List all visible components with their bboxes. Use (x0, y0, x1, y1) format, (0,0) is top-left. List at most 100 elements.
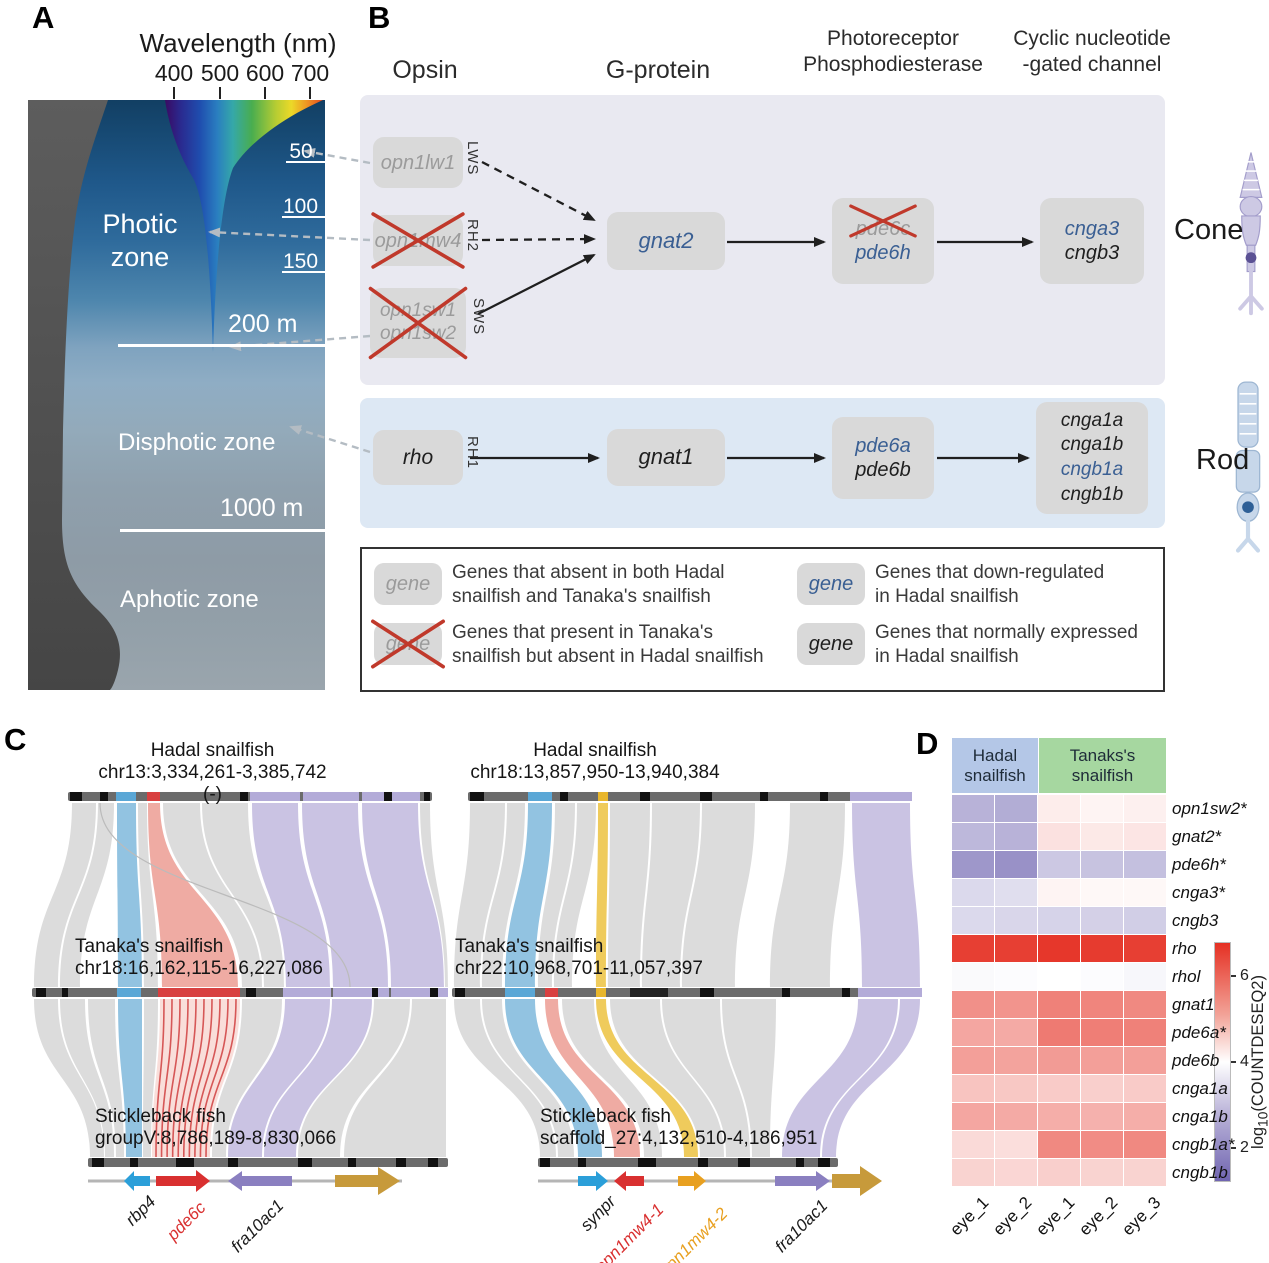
opsin-class-label-rh2: RH2 (464, 219, 481, 253)
heatmap-cell-cngb1b-c0 (952, 1159, 994, 1186)
colorbar-tick-mark (1231, 1061, 1236, 1063)
cone-label: Cone (1174, 214, 1244, 246)
chromosome-segment (283, 988, 331, 997)
legend-text-crossed: Genes that present in Tanaka's snailfish… (452, 622, 764, 667)
depth-tick-150 (282, 271, 325, 273)
heatmap-cell-rhol-c4 (1124, 963, 1166, 990)
chromosome-segment (70, 792, 82, 801)
heatmap-cell-cngb1a*-c3 (1081, 1131, 1123, 1158)
heatmap-cell-rhol-c1 (995, 963, 1037, 990)
heatmap-cell-cnga3*-c3 (1081, 879, 1123, 906)
gene-pde6h: pde6h (855, 242, 911, 264)
gene-arrow-gold-gene (832, 1166, 882, 1196)
wavelength-tick-400: 400 (154, 60, 194, 86)
heatmap-cell-cngb3-c2 (1038, 907, 1080, 934)
chromosome-segment (782, 988, 790, 997)
heatmap-cell-cngb1b-c1 (995, 1159, 1037, 1186)
chromosome-segment (333, 988, 389, 997)
heatmap-cell-pde6h*-c1 (995, 851, 1037, 878)
chromosome-segment (528, 792, 552, 801)
gene-arrow-synpr (578, 1171, 608, 1191)
heatmap-row-label-rhol: rhol (1172, 967, 1201, 986)
chromosome-segment (62, 988, 68, 997)
legend-pill-crossed: gene (374, 623, 442, 665)
panel-b-label: B (368, 0, 391, 35)
heatmap-cell-rho-c2 (1038, 935, 1080, 962)
colorbar-label-suffix: (COUNTDESEQ2) (1249, 975, 1267, 1112)
chromosome-segment (540, 1158, 550, 1167)
heatmap-cell-pde6a*-c1 (995, 1019, 1037, 1046)
heatmap-cell-gnat2*-c2 (1038, 823, 1080, 850)
gene-opn1lw1: opn1lw1 (380, 151, 456, 174)
heatmap-cell-cnga3*-c4 (1124, 879, 1166, 906)
chromosome-segment (228, 1158, 238, 1167)
chromosome-segment (818, 1158, 830, 1167)
chromosome-segment (424, 792, 430, 801)
wavelength-axis-title: Wavelength (nm) (139, 28, 337, 58)
light-penetration-spectrum (165, 100, 323, 352)
synteny-gene-label-fra10ac1: fra10ac1 (771, 1196, 832, 1257)
heatmap-cell-opn1sw2*-c4 (1124, 795, 1166, 822)
chromosome-segment (391, 988, 448, 997)
depth-label-150: 150 (282, 250, 319, 273)
heatmap-cell-cngb1b-c3 (1081, 1159, 1123, 1186)
opsin-class-label-sws: SWS (470, 298, 487, 336)
rod-pathway-background (360, 398, 1165, 528)
heatmap-row-label-pde6h*: pde6h* (1172, 855, 1226, 874)
heatmap-cell-cngb3-c1 (995, 907, 1037, 934)
heatmap-cell-cngb1a*-c2 (1038, 1131, 1080, 1158)
legend-pill-downregulated: gene (797, 563, 865, 605)
chromosome-segment (470, 792, 484, 801)
heatmap-group-hadal: Hadal snailfish (952, 738, 1038, 793)
heatmap-row-label-pde6b: pde6b (1172, 1051, 1220, 1070)
heatmap-cell-gnat1-c3 (1081, 991, 1123, 1018)
chromosome-segment (700, 988, 714, 997)
heatmap-row-label-cngb1b: cngb1b (1172, 1163, 1228, 1182)
synteny-ribbon (344, 999, 446, 1157)
depth-label-1000m: 1000 m (220, 494, 304, 522)
synteny-left-species-hadal: Hadal snailfish (150, 740, 275, 761)
synteny-left-locus-tanaka: chr18:16,162,115-16,227,086 (75, 958, 323, 979)
gene-box-pde6a-pde6b: pde6a pde6b (832, 417, 934, 499)
heatmap-cell-pde6a*-c3 (1081, 1019, 1123, 1046)
gene-arrow-pde6c (156, 1170, 210, 1192)
heatmap-cell-pde6a*-c2 (1038, 1019, 1080, 1046)
chromosome-bar (88, 1158, 448, 1167)
legend-pill-crossed-text: gene (385, 632, 431, 655)
chromosome-segment (36, 988, 46, 997)
colorbar-tick-label-2: 2 (1240, 1138, 1249, 1156)
synteny-left-locus-hadal: chr13:3,334,261-3,385,742 (-) (98, 762, 327, 805)
heatmap-cell-pde6a*-c4 (1124, 1019, 1166, 1046)
heatmap-cell-cnga1b-c0 (952, 1103, 994, 1130)
opsin-class-label-rh1: RH1 (464, 436, 481, 470)
gene-box-rod-cng: cnga1a cnga1b cngb1a cngb1b (1036, 402, 1148, 514)
heatmap-cell-cnga3*-c1 (995, 879, 1037, 906)
heatmap-group-tanaka: Tanaks's snailfish (1039, 738, 1166, 793)
synteny-ribbon (420, 803, 448, 987)
heatmap-cell-cnga1b-c2 (1038, 1103, 1080, 1130)
chromosome-bar (468, 792, 912, 801)
aphotic-zone-label: Aphotic zone (120, 586, 259, 613)
heatmap-cell-cnga1b-c1 (995, 1103, 1037, 1130)
chromosome-segment (850, 792, 912, 801)
heatmap-row-label-cnga3*: cnga3* (1172, 883, 1225, 902)
depth-tick-50 (286, 161, 325, 163)
heatmap-cell-cnga3*-c0 (952, 879, 994, 906)
gene-arrow-fra10ac1 (228, 1171, 292, 1191)
heatmap-cell-cngb1b-c2 (1038, 1159, 1080, 1186)
wavelength-tick-600: 600 (245, 60, 285, 86)
heatmap-cell-pde6h*-c2 (1038, 851, 1080, 878)
chromosome-segment (117, 988, 141, 997)
gene-cngb1a: cngb1a (1060, 459, 1124, 480)
legend-text-downregulated: Genes that down-regulated in Hadal snail… (875, 562, 1105, 607)
heatmap-row-label-cnga1a: cnga1a (1172, 1079, 1228, 1098)
gene-cnga1a: cnga1a (1060, 409, 1124, 431)
heatmap-cell-gnat1-c1 (995, 991, 1037, 1018)
wavelength-tick-500: 500 (200, 60, 240, 86)
legend-text-absent: Genes that absent in both Hadal snailfis… (452, 562, 725, 607)
chromosome-segment (158, 988, 240, 997)
chromosome-segment (92, 1158, 104, 1167)
gene-pde6b: pde6b (855, 459, 911, 481)
heatmap-cell-pde6b-c4 (1124, 1047, 1166, 1074)
chromosome-segment (455, 988, 465, 997)
